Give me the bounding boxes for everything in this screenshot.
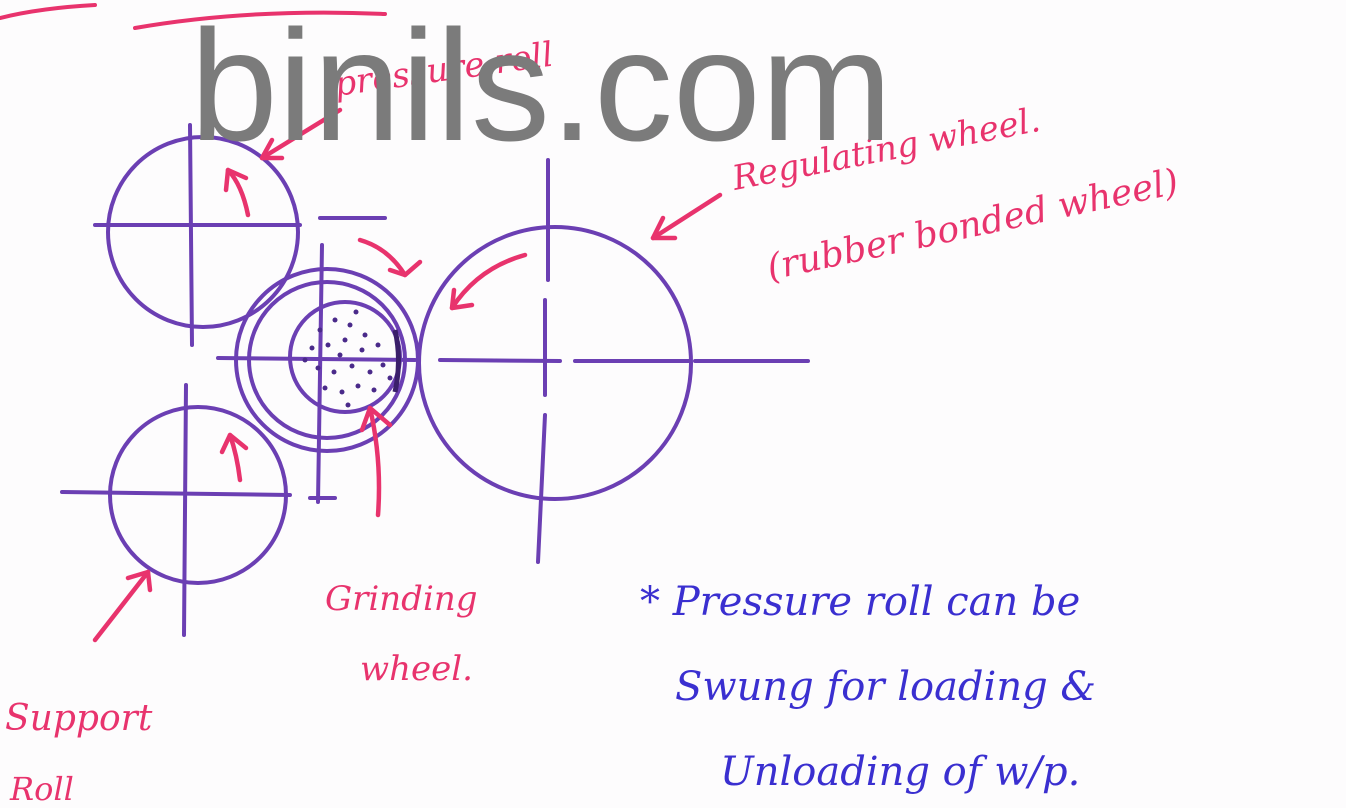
label-grinding-wheel-line1: Grinding xyxy=(325,579,478,619)
label-grinding-wheel-line2: wheel. xyxy=(360,649,473,689)
scribble-mark xyxy=(0,3,97,20)
annotation-arrows xyxy=(92,107,723,643)
arrow-to-pressure-roll xyxy=(259,107,343,161)
workpiece xyxy=(288,300,402,414)
scribble-mark-2 xyxy=(133,10,387,30)
arrow-to-regulating-wheel xyxy=(650,192,723,241)
label-support-roll-line2: Roll xyxy=(9,770,74,808)
regulating-wheel xyxy=(417,158,810,564)
note-line-3: Unloading of w/p. xyxy=(720,749,1080,795)
support-roll xyxy=(60,383,337,637)
rotation-arrow-regulating xyxy=(449,252,528,311)
rotation-arrow-grinding-top xyxy=(357,237,408,278)
grinding-wheel xyxy=(216,243,420,504)
note-line-1: * Pressure roll can be xyxy=(640,579,1080,625)
watermark: binils.com xyxy=(190,0,892,174)
arrow-to-support-roll xyxy=(92,569,151,643)
arrow-to-grinding-wheel xyxy=(367,405,382,518)
pressure-roll xyxy=(93,123,387,347)
label-support-roll-line1: Support xyxy=(5,698,153,739)
note-line-2: Swung for loading & xyxy=(675,664,1096,710)
